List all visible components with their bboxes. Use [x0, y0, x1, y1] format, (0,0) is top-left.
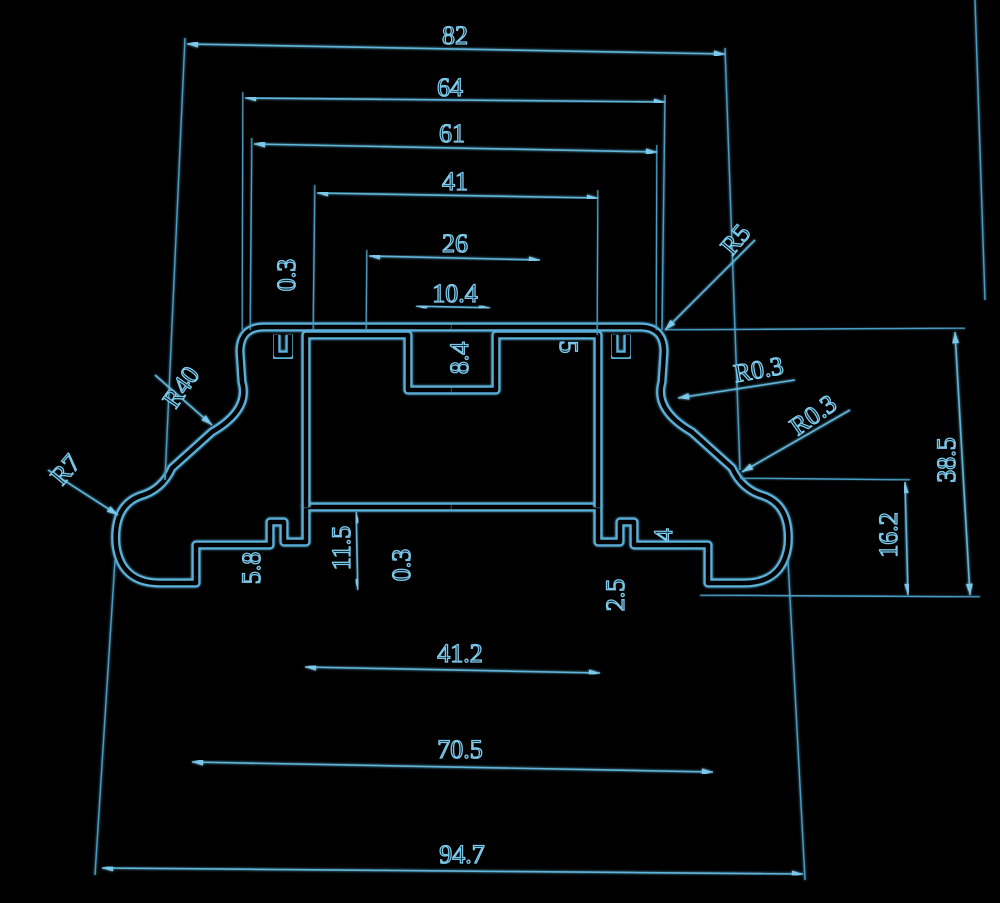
dim-64: 64	[437, 73, 463, 102]
dim-70-5: 70.5	[437, 735, 483, 764]
dim-0-3-mid: 0.3	[387, 549, 416, 582]
dim-16-2: 16.2	[874, 512, 903, 558]
dim-2-5: 2.5	[601, 579, 630, 612]
radius-r40: R40	[157, 361, 206, 413]
dim-5: 5	[554, 341, 583, 354]
radius-r7: R7	[45, 449, 87, 491]
horizontal-dimensions: 82 64 61 41 26 10.4 41.2 70.5 94.7	[94, 20, 806, 881]
dim-4: 4	[649, 529, 678, 542]
dim-94-7: 94.7	[439, 840, 485, 869]
radius-r0-3-b: R0.3	[784, 389, 841, 441]
dim-11-5: 11.5	[327, 526, 356, 571]
dim-26: 26	[442, 229, 468, 258]
frame-line	[974, 0, 986, 301]
dim-0-3-top: 0.3	[272, 259, 301, 292]
dim-10-4: 10.4	[432, 279, 478, 308]
dim-41: 41	[442, 167, 468, 196]
profile-outline	[111, 322, 789, 588]
dim-38-5: 38.5	[932, 437, 961, 483]
dim-8-4: 8.4	[445, 342, 474, 375]
dim-61: 61	[439, 119, 465, 148]
dim-82: 82	[442, 21, 468, 50]
radius-r5: R5	[715, 219, 757, 261]
vertical-dimensions: 38.5 16.2 8.4 0.3 5 11.5 0.3 5.8 4 2.5	[198, 258, 981, 614]
dim-5-8: 5.8	[237, 552, 266, 585]
dim-41-2: 41.2	[437, 639, 483, 668]
